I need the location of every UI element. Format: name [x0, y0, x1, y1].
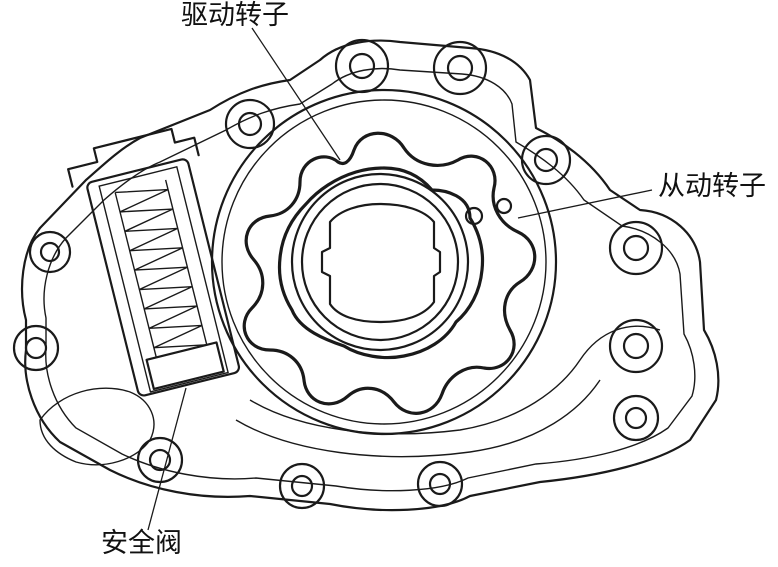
bolt-hole-bottom-right	[612, 394, 660, 442]
drive-rotor	[277, 166, 485, 360]
label-safety-valve: 安全阀	[101, 528, 182, 559]
small-hole-1	[464, 206, 484, 226]
pump-housing-outline	[20, 39, 720, 512]
valve-piston	[145, 341, 225, 391]
valve-spring	[114, 179, 208, 358]
bolt-hole-right-upper	[520, 134, 572, 186]
housing-inner-contour	[43, 67, 696, 492]
label-drive-rotor: 驱动转子	[181, 0, 289, 31]
valve-bore	[98, 165, 229, 393]
leader-driven-rotor	[517, 189, 653, 219]
outlet-channel-inner	[235, 379, 601, 458]
bolt-hole-bottom	[416, 460, 464, 508]
valve-body	[86, 158, 241, 397]
bolt-hole-bottom-left	[136, 436, 184, 484]
bolt-hole-bottom-mid	[278, 462, 326, 510]
bolt-hole-left	[12, 324, 60, 372]
small-hole-2	[495, 197, 513, 215]
mounting-bosses	[12, 38, 664, 510]
bolt-hole-right-lower	[608, 318, 664, 374]
pump-chamber-inner	[221, 99, 547, 425]
bolt-hole-left-upper	[28, 230, 72, 274]
drive-shaft-bore	[320, 202, 442, 324]
drive-shaft-ring-outer	[290, 172, 470, 352]
drive-shaft-ring-inner	[300, 182, 460, 342]
bolt-hole-upper-left	[224, 98, 276, 150]
outlet-channel	[249, 325, 661, 435]
leader-drive-rotor	[251, 27, 341, 161]
bolt-hole-right	[608, 220, 664, 276]
safety-valve	[67, 127, 241, 397]
bolt-hole-top-left	[334, 38, 390, 94]
pump-chamber	[210, 88, 558, 436]
leader-safety-valve	[147, 387, 187, 531]
bolt-hole-top-right	[432, 40, 488, 96]
label-driven-rotor: 从动转子	[658, 171, 766, 202]
driven-rotor	[242, 131, 537, 415]
lower-left-passage	[39, 387, 155, 466]
valve-cap	[67, 127, 200, 188]
